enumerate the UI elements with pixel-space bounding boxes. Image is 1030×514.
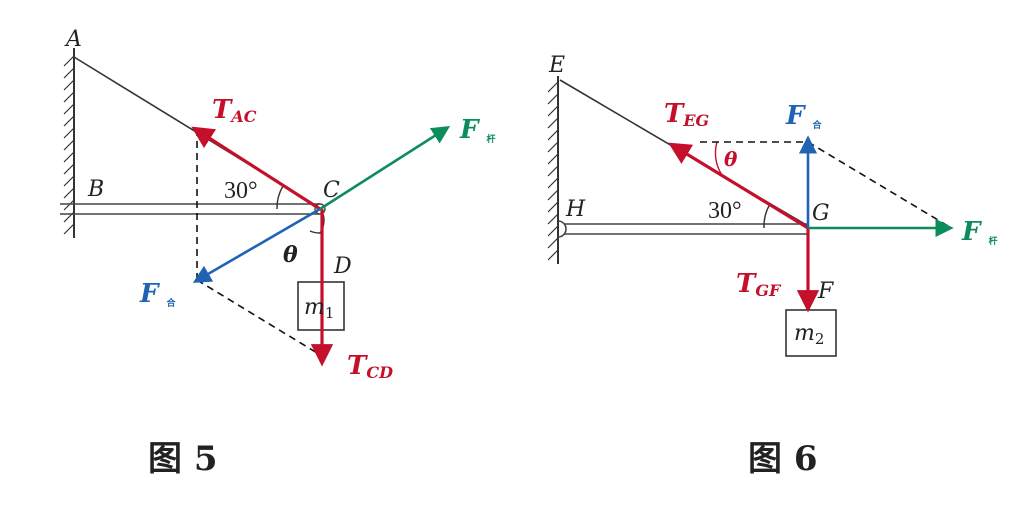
dashed-diagonal-5 — [196, 279, 323, 357]
block-m2 — [785, 309, 837, 357]
caption-fig6: 图 6 — [748, 439, 818, 479]
angle-arc-theta-fig6 — [714, 141, 723, 176]
label-t-cd: TCD — [347, 351, 393, 382]
label-theta-fig5: θ — [283, 242, 298, 268]
label-mass-m1: m1 — [304, 295, 334, 322]
label-f-point: F — [817, 279, 834, 304]
label-angle-30-fig6: 30° — [708, 198, 742, 224]
vector-f-he — [192, 207, 321, 283]
label-angle-30-fig5: 30° — [224, 178, 258, 204]
hinge-h — [557, 220, 567, 238]
label-mass-m2: m2 — [794, 321, 824, 348]
label-h: H — [565, 197, 586, 222]
label-a: A — [64, 27, 82, 52]
vector-t-eg — [668, 142, 809, 230]
vector-t-ac — [191, 126, 321, 211]
label-g: G — [812, 201, 830, 226]
wall-hatch-6 — [547, 81, 559, 261]
caption-fig5: 图 5 — [148, 439, 218, 479]
label-e: E — [548, 53, 565, 78]
label-t-ac: TAC — [212, 95, 257, 126]
dashed-diagonal-6 — [807, 141, 949, 227]
label-theta-fig6: θ — [724, 147, 738, 171]
label-b: B — [87, 177, 104, 202]
label-t-gf: TGF — [736, 269, 782, 300]
label-t-eg: TEG — [664, 99, 709, 130]
angle-arc-theta-fig5 — [309, 213, 325, 234]
angle-arc-30-fig5 — [276, 185, 284, 210]
label-d: D — [333, 254, 352, 279]
label-c: C — [323, 178, 340, 203]
wall-hatch-5 — [63, 55, 75, 235]
vector-f-gan — [319, 126, 451, 211]
